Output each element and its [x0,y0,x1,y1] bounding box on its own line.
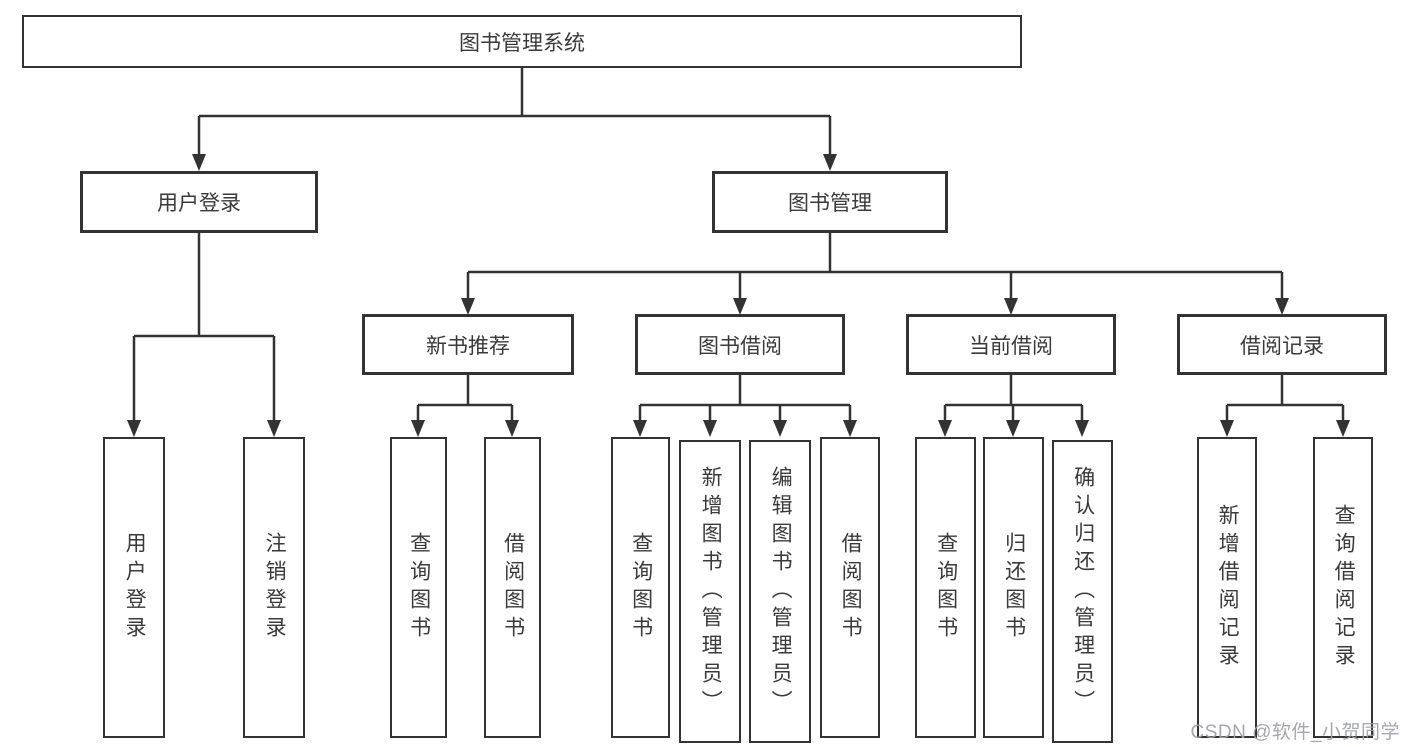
leaf-query-books-3: 查询图书 [915,437,976,738]
leaf-label: 新增图书（管理员） [699,465,723,718]
node-book-management: 图书管理 [712,171,948,233]
leaf-logout: 注销登录 [243,437,305,738]
leaf-label: 编辑图书（管理员） [769,465,793,718]
node-user-login: 用户登录 [80,171,318,233]
node-current-borrow: 当前借阅 [906,314,1116,375]
leaf-user-login: 用户登录 [103,437,165,738]
leaf-label: 新增借阅记录 [1216,503,1240,672]
leaf-label: 用户登录 [123,531,147,644]
leaf-confirm-return-admin: 确认归还（管理员） [1052,440,1113,743]
leaf-label: 确认归还（管理员） [1071,465,1095,718]
leaf-borrow-books-2: 借阅图书 [820,437,880,738]
node-borrow-records: 借阅记录 [1177,314,1387,375]
leaf-query-books-1: 查询图书 [390,437,447,738]
node-label: 借阅记录 [1240,334,1324,358]
leaf-query-borrow-record: 查询借阅记录 [1313,437,1373,738]
node-book-borrow: 图书借阅 [635,314,845,375]
leaf-label: 归还图书 [1002,531,1026,644]
node-library-management-system: 图书管理系统 [22,15,1022,68]
node-label: 图书借阅 [698,334,782,358]
leaf-query-books-2: 查询图书 [611,437,670,738]
leaf-label: 注销登录 [263,531,287,644]
leaf-label: 查询图书 [407,531,431,644]
leaf-label: 借阅图书 [839,531,863,644]
node-label: 用户登录 [157,192,241,215]
watermark: CSDN @软件_小贺同学 [1190,722,1400,743]
leaf-label: 查询图书 [934,531,958,644]
leaf-add-book-admin: 新增图书（管理员） [679,440,741,743]
node-label: 新书推荐 [426,334,510,358]
leaf-label: 查询借阅记录 [1332,503,1356,672]
leaf-label: 查询图书 [629,531,653,644]
node-new-book-recommend: 新书推荐 [362,314,574,375]
node-label: 当前借阅 [969,334,1053,358]
leaf-label: 借阅图书 [501,531,525,644]
node-label: 图书管理系统 [459,31,585,55]
leaf-borrow-books-1: 借阅图书 [484,437,541,738]
leaf-edit-book-admin: 编辑图书（管理员） [749,440,811,743]
arrowheads [127,154,1350,437]
leaf-add-borrow-record: 新增借阅记录 [1197,437,1257,738]
node-label: 图书管理 [788,192,872,215]
leaf-return-book: 归还图书 [983,437,1044,738]
